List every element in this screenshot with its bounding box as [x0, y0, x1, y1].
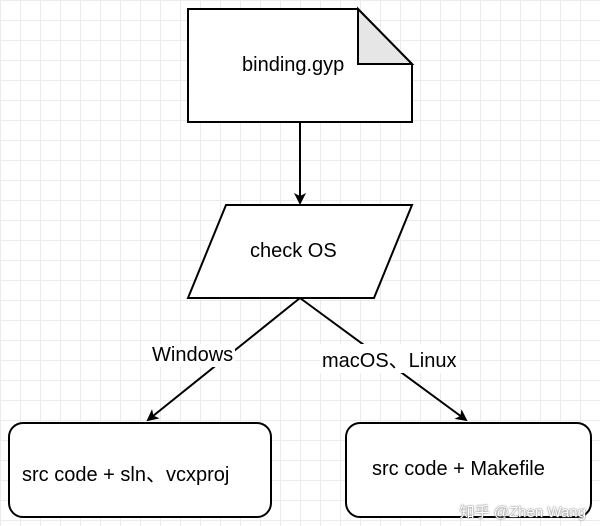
check-os-node: [186, 204, 414, 299]
folded-corner: [357, 6, 415, 65]
check-os-label: check OS: [250, 240, 337, 262]
binding-gyp-document-node: [187, 6, 415, 123]
binding-gyp-label: binding.gyp: [242, 54, 345, 76]
unix-output-label: src code + Makefile: [372, 458, 545, 480]
windows-output-label: src code + sln、vcxproj: [22, 464, 230, 486]
edge-label-windows: Windows: [150, 344, 236, 367]
unix-output-node: [345, 422, 592, 518]
edge-label-unix: macOS、Linux: [320, 344, 459, 373]
windows-output-node: [8, 422, 272, 518]
watermark: 知乎 @Zhen Wang: [459, 504, 586, 521]
